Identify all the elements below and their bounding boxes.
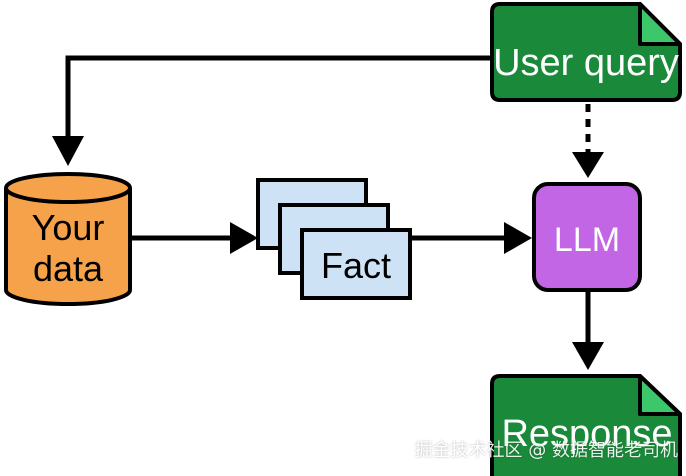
fact-card-front bbox=[300, 228, 412, 300]
fact-stack: Fact bbox=[256, 178, 412, 300]
watermark-text: 掘金技术社区 @ 数据智能老司机 bbox=[414, 440, 678, 461]
arrow-query-to-llm-dotted bbox=[572, 104, 604, 178]
your-data-label-line1: Your bbox=[32, 207, 105, 248]
arrow-llm-to-response bbox=[572, 290, 604, 370]
llm-box: LLM bbox=[532, 182, 642, 292]
response-document: Response bbox=[490, 374, 682, 476]
user-query-label: User query bbox=[493, 42, 679, 84]
your-data-label-line2: data bbox=[33, 248, 104, 289]
arrow-data-to-facts bbox=[132, 222, 258, 254]
arrow-facts-to-llm bbox=[410, 222, 532, 254]
arrow-query-to-data bbox=[52, 55, 492, 166]
your-data-database: Your data bbox=[3, 172, 132, 306]
llm-label: LLM bbox=[554, 221, 620, 259]
user-query-document: User query bbox=[490, 2, 682, 102]
response-label: Response bbox=[501, 413, 672, 455]
fact-label: Fact bbox=[321, 245, 391, 286]
